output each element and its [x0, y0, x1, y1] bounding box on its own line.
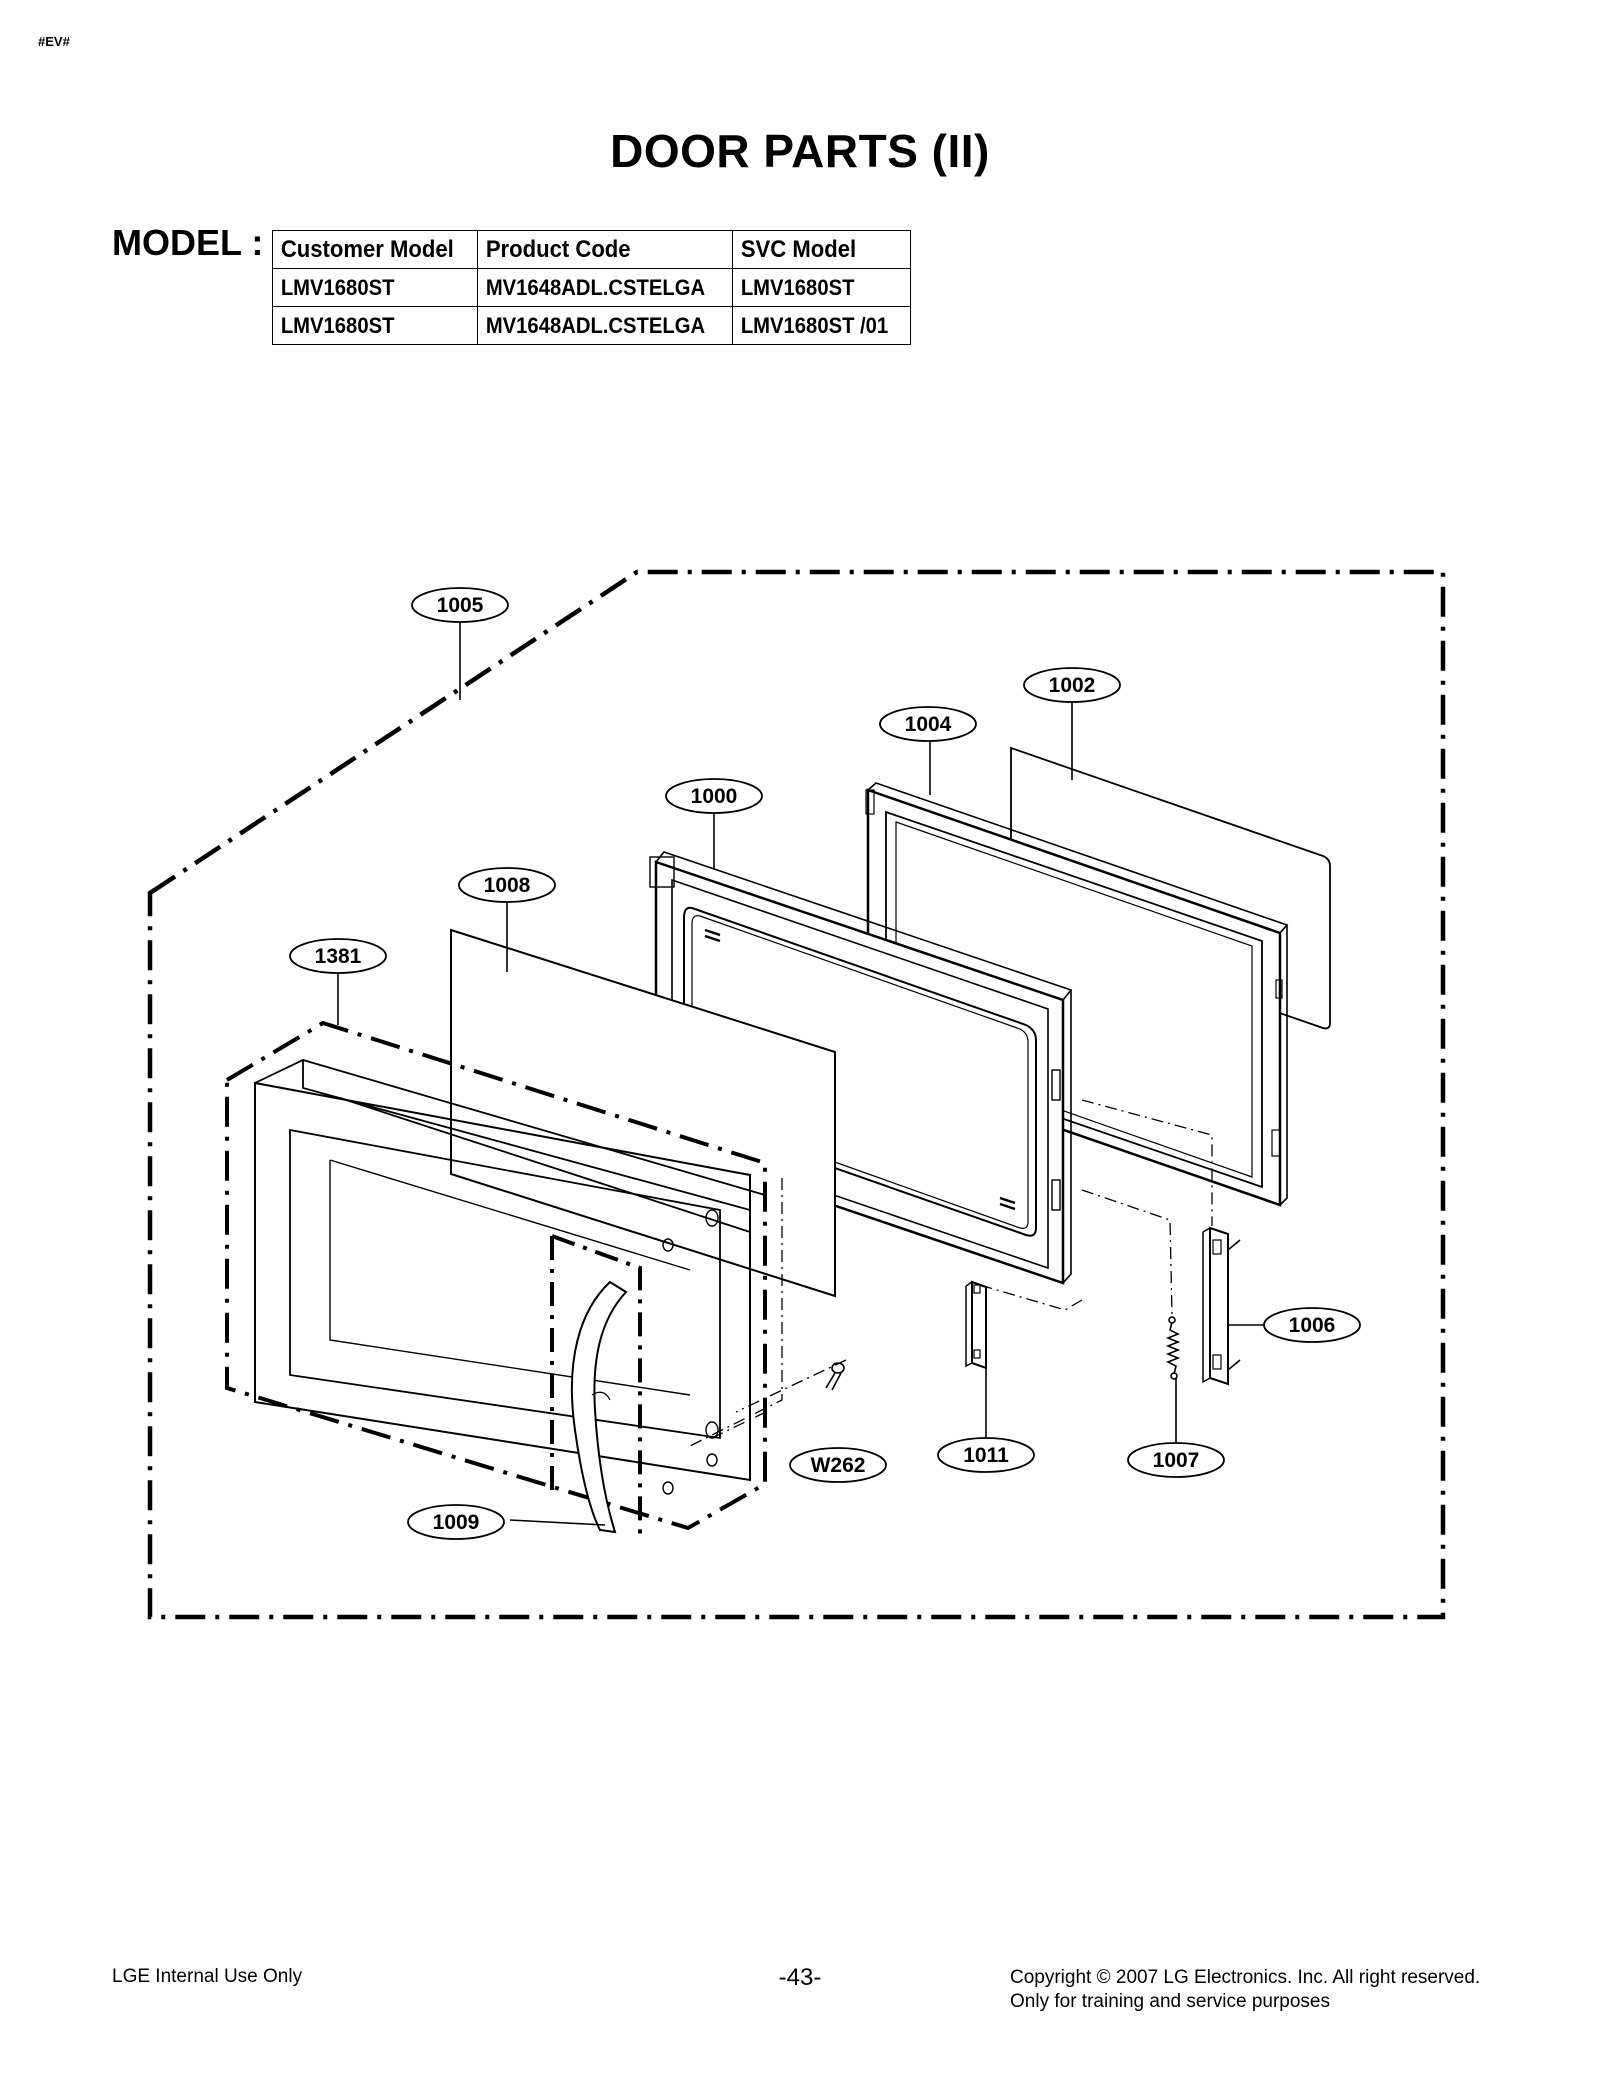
footer-copyright: Copyright © 2007 LG Electronics. Inc. Al… — [1010, 1967, 1481, 1988]
footer-internal-use: LGE Internal Use Only — [112, 1966, 303, 1987]
latch-1011 — [965, 1280, 987, 1370]
callout-1004: 1004 — [879, 706, 977, 742]
model-table-header-row: Customer Model Product Code SVC Model — [272, 230, 911, 269]
corner-tag: #EV# — [38, 34, 70, 49]
cell-customer-model: LMV1680ST — [272, 306, 462, 345]
part-label-1007: 1007 — [1153, 1449, 1200, 1472]
part-label-1004: 1004 — [905, 713, 952, 736]
part-label-1009: 1009 — [433, 1511, 480, 1534]
part-label-1005: 1005 — [437, 594, 484, 617]
handle-1009 — [550, 1234, 642, 1540]
assembly-guide-lines — [689, 1099, 1213, 1447]
footer-page-number: -43- — [778, 1964, 822, 1991]
callout-1005: 1005 — [411, 587, 509, 623]
spring-1007 — [1165, 1316, 1181, 1380]
callout-1007: 1007 — [1127, 1442, 1225, 1478]
cell-svc-model: LMV1680ST /01 — [732, 306, 897, 345]
footer-copyright-block: Copyright © 2007 LG Electronics. Inc. Al… — [1010, 1966, 1480, 2014]
callout-1009: 1009 — [407, 1504, 505, 1540]
assembly-boundary — [147, 569, 1446, 1620]
model-label: MODEL : — [112, 222, 264, 263]
part-label-1008: 1008 — [484, 874, 531, 897]
callout-w262: W262 — [789, 1447, 887, 1483]
part-label-1381: 1381 — [315, 945, 362, 968]
part-label-1002: 1002 — [1049, 674, 1096, 697]
leader-lines — [337, 622, 1269, 1526]
callout-1000: 1000 — [665, 778, 763, 814]
door-panel-1381 — [225, 1020, 767, 1531]
model-table: Customer Model Product Code SVC Model LM… — [272, 230, 911, 345]
header-product-code: Product Code — [477, 230, 713, 269]
cell-svc-model: LMV1680ST — [732, 268, 897, 307]
callout-1002: 1002 — [1023, 667, 1121, 703]
latch-1006 — [1202, 1226, 1241, 1386]
part-label-1000: 1000 — [691, 785, 738, 808]
callout-1011: 1011 — [937, 1437, 1035, 1473]
table-row: LMV1680ST MV1648ADL.CSTELGA LMV1680ST /0… — [272, 306, 911, 345]
page-title: DOOR PARTS (II) — [610, 125, 990, 177]
door-inner-frame — [254, 1059, 766, 1495]
callout-1008: 1008 — [458, 867, 556, 903]
screw-w262 — [825, 1362, 845, 1391]
part-label-w262: W262 — [811, 1454, 866, 1477]
part-label-1011: 1011 — [963, 1444, 1009, 1467]
cell-product-code: MV1648ADL.CSTELGA — [477, 306, 713, 345]
sheet-1008 — [450, 928, 836, 1298]
callout-1006: 1006 — [1263, 1307, 1361, 1343]
callout-1381: 1381 — [289, 938, 387, 974]
header-svc-model: SVC Model — [732, 230, 897, 269]
footer-training-note: Only for training and service purposes — [1010, 1991, 1330, 2012]
header-customer-model: Customer Model — [272, 230, 462, 269]
part-label-1006: 1006 — [1289, 1314, 1336, 1337]
